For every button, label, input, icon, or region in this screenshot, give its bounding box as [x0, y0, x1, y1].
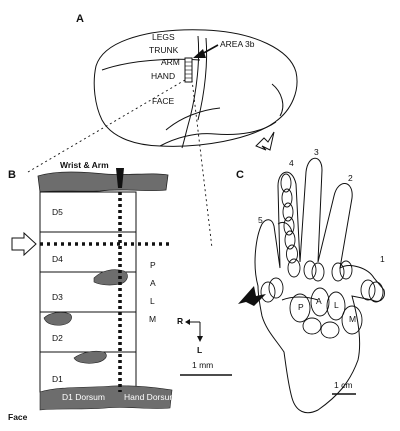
unresponsive-patches — [39, 269, 173, 411]
pad-label-a: A — [316, 296, 322, 306]
digit-4-receptive-fields — [280, 173, 301, 278]
label-wrist-arm: Wrist & Arm — [60, 160, 109, 170]
label-arm: ARM — [161, 57, 180, 67]
top-arrow-mark — [116, 168, 124, 188]
label-face: FACE — [152, 96, 175, 106]
area-3b-strip-hatching — [185, 61, 192, 79]
digit-4-hollow-arrow — [255, 131, 275, 151]
label-orientation-l: L — [197, 345, 202, 355]
digit-number-5: 5 — [258, 215, 263, 225]
label-d4: D4 — [52, 254, 63, 264]
digit-number-4: 4 — [289, 158, 294, 168]
pad-label-l: L — [334, 300, 339, 310]
left-hollow-arrow — [11, 231, 37, 257]
pad-label-m: M — [349, 314, 356, 324]
palm-letter-a: A — [150, 278, 156, 288]
palm-letter-p: P — [150, 260, 156, 270]
label-scale-1cm: 1 cm — [334, 380, 352, 390]
pad-label-p: P — [298, 302, 304, 312]
panel-c-letter: C — [236, 169, 244, 181]
label-face-bottom: Face — [8, 412, 28, 422]
label-scale-1mm: 1 mm — [192, 360, 213, 370]
label-area-3b: AREA 3b — [220, 39, 255, 49]
panel-b-letter: B — [8, 169, 16, 181]
digit-5-solid-arrow — [238, 286, 266, 306]
label-hand: HAND — [151, 71, 175, 81]
panel-a-letter: A — [76, 13, 84, 25]
label-orientation-r: R — [177, 316, 183, 326]
label-d3: D3 — [52, 292, 63, 302]
label-d2: D2 — [52, 333, 63, 343]
palm-letter-m: M — [149, 314, 156, 324]
orientation-marker — [185, 319, 203, 342]
hand-outline — [254, 157, 385, 414]
label-trunk: TRUNK — [149, 45, 179, 55]
label-d5: D5 — [52, 207, 63, 217]
digit-number-3: 3 — [314, 147, 319, 157]
palm-letter-l: L — [150, 296, 155, 306]
label-d1-dorsum: D1 Dorsum — [62, 392, 105, 402]
digit-number-2: 2 — [348, 173, 353, 183]
label-legs: LEGS — [152, 32, 175, 42]
wrist-arm-band — [37, 171, 169, 193]
other-receptive-fields — [260, 260, 384, 339]
label-hand-dorsum: Hand Dorsum — [124, 392, 176, 402]
digit-number-1: 1 — [380, 254, 385, 264]
label-d1: D1 — [52, 374, 63, 384]
panel-connector-lines — [27, 79, 213, 249]
area-3b-arrow — [193, 44, 219, 58]
